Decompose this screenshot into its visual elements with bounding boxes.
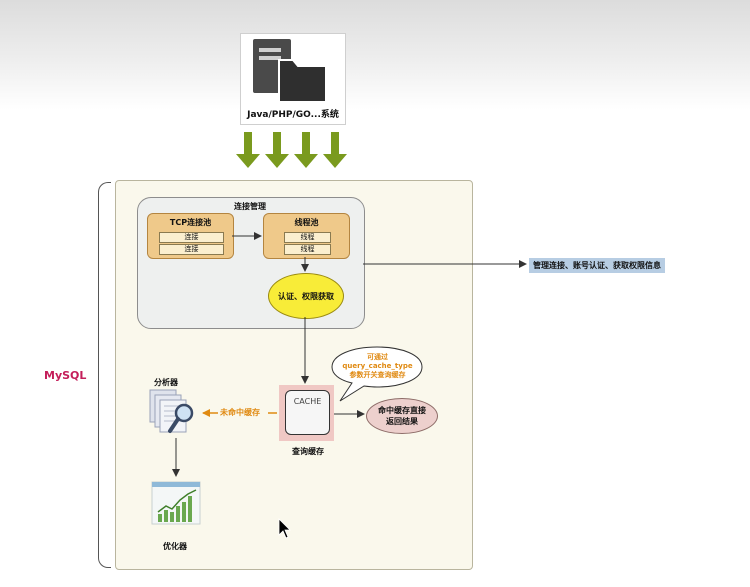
query-cache-label: 查询缓存 [292, 447, 324, 456]
connection-management-note: 管理连接、账号认证、获取权限信息 [529, 258, 665, 273]
auth-permission-node: 认证、权限获取 [268, 273, 344, 319]
optimizer-chart-icon [151, 481, 201, 525]
thread-pool-title: 线程池 [294, 218, 319, 227]
analyzer-magnifier-icon [149, 389, 194, 433]
folder-document-icon [253, 39, 327, 103]
down-arrow-icon [323, 132, 347, 168]
tcp-pool-slot: 连接 [159, 232, 224, 243]
down-arrow-icon [236, 132, 260, 168]
down-arrow-icon [294, 132, 318, 168]
cache-miss-label: 未命中缓存 [220, 408, 260, 417]
mysql-bracket [98, 182, 111, 568]
request-arrows [236, 132, 347, 168]
thread-pool: 线程池 线程 线程 [263, 213, 350, 259]
client-label: Java/PHP/GO...系统 [247, 110, 339, 120]
cache-hit-node: 命中缓存直接 返回结果 [366, 398, 438, 434]
thread-pool-slot: 线程 [284, 244, 331, 255]
tcp-pool-title: TCP连接池 [169, 218, 212, 227]
mysql-label: MySQL [44, 369, 87, 382]
tcp-pool-slot: 连接 [159, 244, 224, 255]
connection-management-title: 连接管理 [234, 202, 266, 211]
cache-note-bubble [331, 346, 423, 402]
query-cache-box: CACHE [285, 390, 330, 435]
cache-box-text: CACHE [293, 397, 322, 406]
thread-pool-slot: 线程 [284, 232, 331, 243]
cache-note-text: 可通过 query_cache_type 参数开关查询缓存 [342, 353, 413, 379]
down-arrow-icon [265, 132, 289, 168]
client-system-box: Java/PHP/GO...系统 [240, 33, 346, 125]
mouse-cursor-icon [278, 518, 291, 539]
analyzer-label: 分析器 [154, 378, 178, 387]
optimizer-label: 优化器 [163, 542, 187, 551]
